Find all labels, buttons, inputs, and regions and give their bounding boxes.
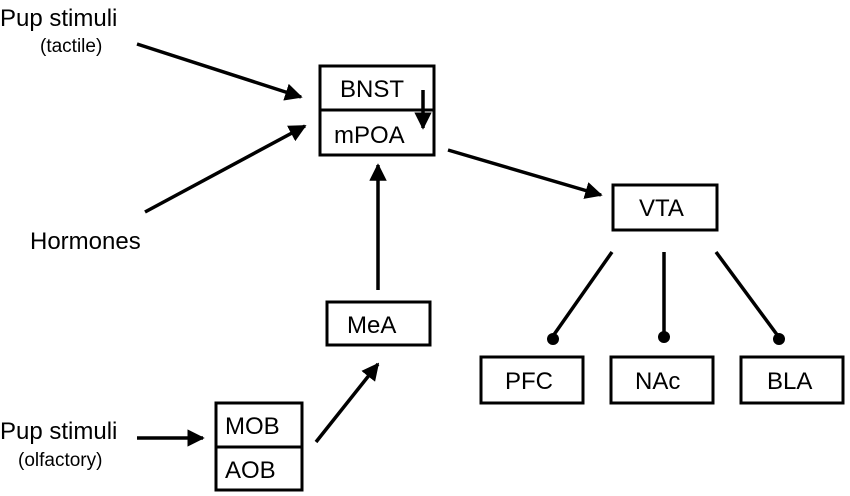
pfc-box	[479, 355, 585, 405]
mea-box	[325, 300, 432, 347]
nac-node: NAc	[635, 368, 680, 395]
mob-node: MOB	[225, 413, 280, 440]
bnst-mpoa-box	[318, 64, 436, 157]
mea-node: MeA	[347, 312, 396, 339]
vta-to-pfc-projection	[551, 250, 614, 338]
bla-terminal-dot	[773, 333, 785, 345]
bla-node: BLA	[767, 368, 812, 395]
bnst-node: BNST	[340, 76, 404, 103]
mob-aob-box	[214, 401, 304, 492]
hormones-label: Hormones	[30, 228, 141, 255]
aob-node: AOB	[225, 457, 276, 484]
nac-box	[609, 355, 715, 405]
tactile-sublabel: (tactile)	[40, 36, 102, 57]
nac-terminal-dot	[658, 331, 670, 343]
tactile-to-bnst-arrow	[136, 42, 303, 101]
hormones-to-mpoa-arrow	[144, 124, 307, 214]
vta-node: VTA	[639, 195, 684, 222]
olfactory-sublabel: (olfactory)	[18, 450, 102, 471]
pfc-node: PFC	[505, 368, 553, 395]
pup-stimuli-tactile-label: Pup stimuli	[0, 5, 117, 32]
pup-stimuli-olfactory-label: Pup stimuli	[0, 418, 117, 445]
aob-to-mea-arrow	[314, 362, 380, 444]
mpoa-node: mPOA	[334, 122, 405, 149]
vta-to-bla-projection	[714, 250, 780, 338]
mpoa-to-vta-arrow	[447, 148, 603, 199]
pfc-terminal-dot	[547, 333, 559, 345]
vta-box	[611, 183, 719, 232]
bla-box	[739, 355, 845, 405]
